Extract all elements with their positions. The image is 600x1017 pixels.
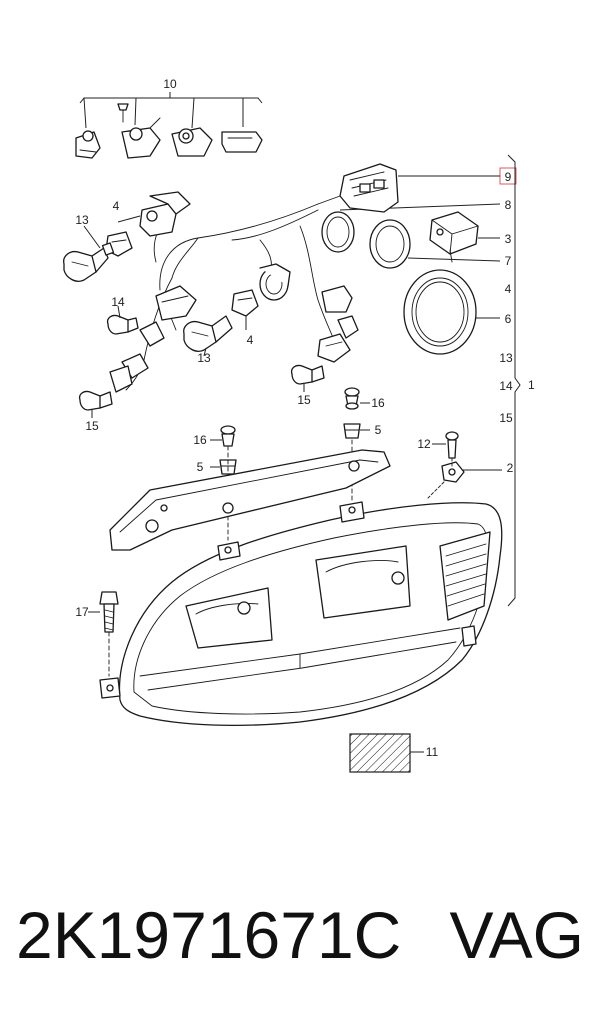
actuator-3 [429,211,479,263]
wedge-bulb-15-left [78,390,113,411]
bolt-17 [99,591,119,633]
halogen-bulb-13-left [63,242,115,282]
round-connector-center [259,263,291,301]
label-plate-11 [349,733,411,773]
callout-1: 1 [528,378,535,392]
callout-15-middle: 15 [297,393,311,407]
leader-4-left [117,215,141,223]
bulb-socket-plug-right [317,285,359,363]
bracket-part-10c [121,117,161,159]
callout-5-left: 5 [197,460,204,474]
lamp-cap-6 [403,269,477,355]
callout-16-right: 16 [371,396,385,410]
screw-12 [445,431,459,459]
callout-9: 9 [505,170,512,184]
seal-ring-8 [321,211,355,253]
seal-ring-7 [369,219,411,269]
screw-16-right [344,387,360,410]
headlamp-housing [99,501,503,727]
screw-16-left [220,425,236,447]
connector-housing-9 [317,163,399,213]
bulb-socket-plug-left [109,285,197,393]
clip-nut-2 [441,461,465,483]
callout-16-left: 16 [193,433,207,447]
part-number-caption: 2K1971671C VAG [10,890,590,980]
mounting-bracket [109,449,391,551]
screw-part-10b [117,103,129,123]
callout-13-left: 13 [75,213,89,227]
callout-13-middle: 13 [197,351,211,365]
callout-group-10 [79,92,263,129]
leader-14-left [117,305,121,319]
clip-part-10e [221,131,263,153]
wedge-bulb-14-left [106,314,139,335]
wedge-bulb-15-middle [290,364,325,385]
leader-13-middle [203,347,207,357]
callout-15-right: 15 [499,411,513,425]
leader-13-left [83,225,101,249]
bracket-part-10a [75,130,101,159]
connector-plug-4-left [139,191,191,237]
callout-4-left: 4 [113,199,120,213]
brand-text: VAG [449,898,584,972]
callout-10: 10 [163,77,177,91]
callout-3: 3 [505,232,512,246]
leader-7 [407,257,501,262]
callout-17: 17 [75,605,89,619]
callout-5-right: 5 [375,423,382,437]
callout-6: 6 [505,312,512,326]
bulb-holder-4-middle [231,289,259,317]
grommet-5-right [343,423,361,439]
callout-4-middle: 4 [247,333,254,347]
callout-12: 12 [417,437,431,451]
callout-8: 8 [505,198,512,212]
callout-bracket-1 [507,154,521,607]
callout-4-right: 4 [505,282,512,296]
part-number-text: 2K1971671C [16,898,402,972]
bracket-part-10d [171,127,213,157]
callout-13-right: 13 [499,351,513,365]
callout-7: 7 [505,254,512,268]
callout-14-right: 14 [499,379,513,393]
callout-2: 2 [507,461,514,475]
callout-14-left: 14 [111,295,125,309]
headlamp-wiring-exploded-diagram: 10 9 8 3 7 4 6 13 14 15 1 2 [63,77,535,773]
halogen-bulb-13-middle [183,315,233,352]
callout-11: 11 [426,745,439,759]
callout-15-left: 15 [85,419,99,433]
